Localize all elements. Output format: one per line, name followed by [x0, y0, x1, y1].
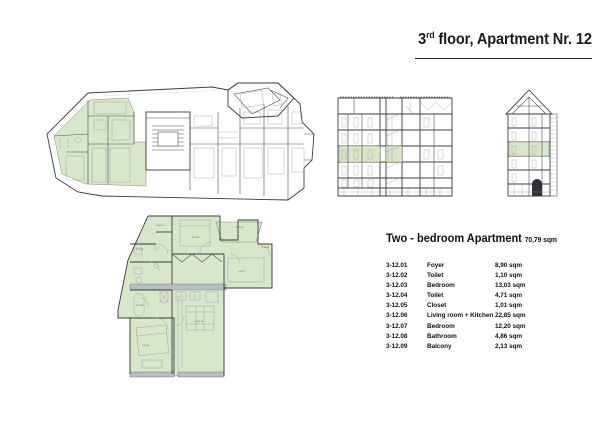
svg-text:3-12.09: 3-12.09: [236, 227, 244, 229]
svg-text:3-12.02: 3-12.02: [136, 249, 144, 251]
room-name: Bathroom: [427, 332, 457, 340]
room-area: 12,20 sqm: [495, 322, 526, 330]
room-area: 13,03 sqm: [495, 282, 526, 290]
room-area: 1,01 sqm: [495, 302, 522, 310]
room-area: 22,85 sqm: [495, 312, 526, 320]
table-row: 3-12.04 Toilet 4,71 sqm: [386, 292, 564, 302]
room-area: 8,90 sqm: [495, 262, 522, 269]
table-row: 3-12.06 Living room + Kitchen 22,85 sqm: [386, 312, 564, 322]
room-code: 3-12.02: [386, 272, 408, 280]
table-row: 3-12.03 Bedroom 13,03 sqm: [386, 282, 564, 292]
room-area: 2,13 sqm: [495, 342, 522, 350]
apartment-plan-enlarged: 3-12.01 3-12.02 3-12.03 3-12.09 3-12.05 …: [112, 214, 288, 386]
page-title: 3rd floor, Apartment Nr. 12: [330, 30, 592, 60]
room-code: 3-12.05: [386, 302, 408, 310]
svg-text:3-12.05: 3-12.05: [262, 247, 270, 249]
room-name: Toilet: [427, 272, 444, 280]
table-row: 3-12.08 Bathroom 4,86 sqm: [386, 333, 564, 343]
room-code: 3-12.08: [386, 332, 408, 340]
room-name: Foyer: [427, 262, 445, 269]
floor-plan-overview: [42, 82, 315, 210]
room-schedule-body: 3-12.01 Foyer 8,90 sqm 3-12.02 Toilet 1,…: [386, 262, 564, 353]
room-name: Bedroom: [427, 282, 455, 290]
svg-text:3-12.07: 3-12.07: [238, 271, 246, 273]
room-area: 4,71 sqm: [495, 292, 522, 300]
room-area: 4,86 sqm: [495, 332, 522, 340]
room-schedule-table: 3-12.01 Foyer 8,90 sqm 3-12.02 Toilet 1,…: [386, 262, 564, 353]
room-code: 3-12.09: [386, 342, 408, 350]
building-section-narrow: [498, 80, 562, 204]
svg-text:3-12.03: 3-12.03: [192, 237, 200, 239]
room-name: Toilet: [427, 292, 444, 300]
svg-text:3-12.04: 3-12.04: [142, 345, 150, 347]
room-code: 3-12.04: [386, 292, 408, 300]
table-row: 3-12.05 Closet 1,01 sqm: [386, 302, 564, 312]
room-code: 3-12.07: [386, 322, 408, 330]
schedule-total-area: 70,79 sqm: [524, 235, 557, 244]
table-row: 3-12.02 Toilet 1,10 sqm: [386, 272, 564, 282]
room-code: 3-12.03: [386, 282, 408, 290]
room-code: 3-12.01: [386, 262, 408, 269]
title-underline: [415, 58, 592, 60]
room-name: Living room + Kitchen: [427, 312, 494, 320]
room-name: Closet: [427, 302, 447, 310]
svg-text:3-12.06: 3-12.06: [196, 321, 204, 323]
room-name: Bedroom: [427, 322, 455, 330]
table-row: 3-12.01 Foyer 8,90 sqm: [386, 262, 564, 272]
room-area: 1,10 sqm: [495, 272, 522, 280]
table-row: 3-12.09 Balcony 2,13 sqm: [386, 343, 564, 353]
page-title-text: 3rd floor, Apartment Nr. 12: [418, 30, 592, 49]
building-section-wide: [334, 84, 456, 202]
room-name: Balcony: [427, 342, 452, 350]
room-code: 3-12.06: [386, 312, 408, 320]
svg-text:3-12.08: 3-12.08: [136, 305, 144, 307]
table-row: 3-12.07 Bedroom 12,20 sqm: [386, 323, 564, 333]
svg-text:3-12.01: 3-12.01: [156, 225, 164, 227]
